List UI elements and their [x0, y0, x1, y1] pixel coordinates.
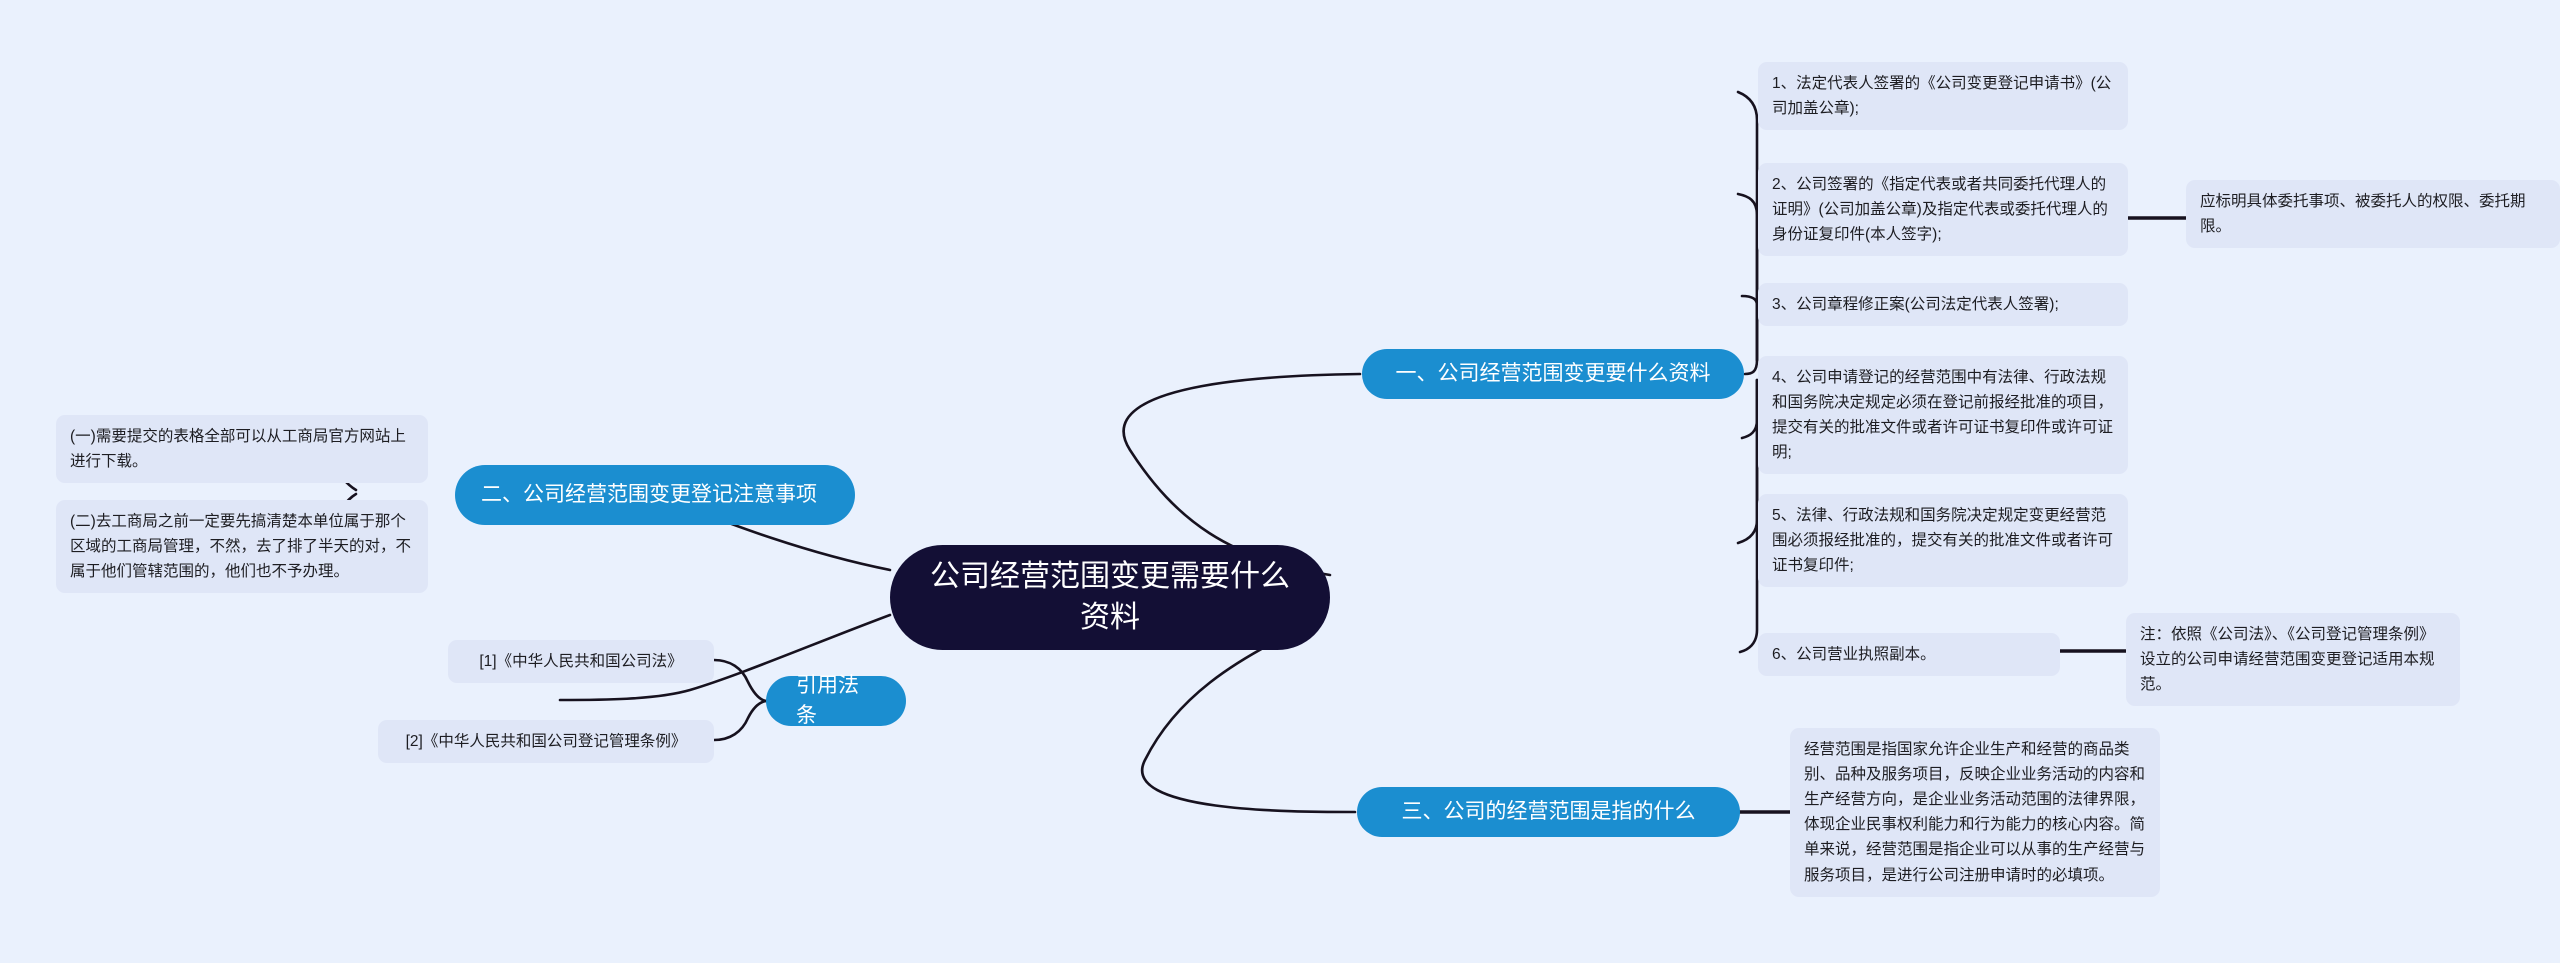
leaf-node-b1-c4[interactable]: 4、公司申请登记的经营范围中有法律、行政法规和国务院决定规定必须在登记前报经批准…	[1758, 356, 2128, 475]
leaf-node-b2-c2[interactable]: (二)去工商局之前一定要先搞清楚本单位属于那个区域的工商局管理，不然，去了排了半…	[56, 500, 428, 594]
leaf-node-b1-c2-label: 2、公司签署的《指定代表或者共同委托代理人的证明》(公司加盖公章)及指定代表或委…	[1772, 176, 2108, 244]
leaf-node-b1-c2-detail-label: 应标明具体委托事项、被委托人的权限、委托期限。	[2200, 193, 2526, 236]
leaf-node-b1-c6-label: 6、公司营业执照副本。	[1772, 646, 1936, 663]
leaf-node-b3-c1[interactable]: [1]《中华人民共和国公司法》	[448, 640, 714, 684]
root-node-label: 公司经营范围变更需要什么资料	[930, 560, 1290, 634]
leaf-node-b1-c6-detail-label: 注：依照《公司法》、《公司登记管理条例》设立的公司申请经营范围变更登记适用本规范…	[2140, 626, 2435, 694]
leaf-node-b1-c6-detail[interactable]: 注：依照《公司法》、《公司登记管理条例》设立的公司申请经营范围变更登记适用本规范…	[2126, 613, 2460, 707]
leaf-node-b1-c1-label: 1、法定代表人签署的《公司变更登记申请书》(公司加盖公章);	[1772, 75, 2112, 118]
leaf-node-b1-c5-label: 5、法律、行政法规和国务院决定规定变更经营范围必须报经批准的，提交有关的批准文件…	[1772, 507, 2114, 575]
leaf-node-b3-c2-label: [2]《中华人民共和国公司登记管理条例》	[405, 733, 687, 750]
leaf-node-b1-c1[interactable]: 1、法定代表人签署的《公司变更登记申请书》(公司加盖公章);	[1758, 62, 2128, 131]
branch-node-1[interactable]: 一、公司经营范围变更要什么资料	[1362, 349, 1744, 399]
leaf-node-b4-c1[interactable]: 经营范围是指国家允许企业生产和经营的商品类别、品种及服务项目，反映企业业务活动的…	[1790, 728, 2160, 897]
leaf-node-b2-c2-label: (二)去工商局之前一定要先搞清楚本单位属于那个区域的工商局管理，不然，去了排了半…	[70, 513, 412, 581]
branch-node-4[interactable]: 三、公司的经营范围是指的什么	[1357, 787, 1740, 837]
leaf-node-b3-c2[interactable]: [2]《中华人民共和国公司登记管理条例》	[378, 720, 714, 764]
leaf-node-b2-c1-label: (一)需要提交的表格全部可以从工商局官方网站上进行下载。	[70, 428, 406, 471]
branch-node-2[interactable]: 二、公司经营范围变更登记注意事项	[455, 465, 855, 525]
branch-node-3[interactable]: 引用法条	[766, 674, 906, 727]
leaf-node-b1-c5[interactable]: 5、法律、行政法规和国务院决定规定变更经营范围必须报经批准的，提交有关的批准文件…	[1758, 494, 2128, 588]
leaf-node-b2-c1[interactable]: (一)需要提交的表格全部可以从工商局官方网站上进行下载。	[56, 415, 428, 484]
leaf-node-b1-c3[interactable]: 3、公司章程修正案(公司法定代表人签署);	[1758, 283, 2128, 327]
root-node[interactable]: 公司经营范围变更需要什么资料	[890, 545, 1330, 650]
branch-node-2-label: 二、公司经营范围变更登记注意事项	[481, 482, 817, 506]
leaf-node-b4-c1-label: 经营范围是指国家允许企业生产和经营的商品类别、品种及服务项目，反映企业业务活动的…	[1804, 741, 2146, 884]
leaf-node-b1-c3-label: 3、公司章程修正案(公司法定代表人签署);	[1772, 296, 2059, 313]
branch-node-4-label: 三、公司的经营范围是指的什么	[1401, 799, 1696, 823]
leaf-node-b1-c4-label: 4、公司申请登记的经营范围中有法律、行政法规和国务院决定规定必须在登记前报经批准…	[1772, 369, 2114, 462]
leaf-node-b1-c2[interactable]: 2、公司签署的《指定代表或者共同委托代理人的证明》(公司加盖公章)及指定代表或委…	[1758, 163, 2128, 257]
leaf-node-b1-c2-detail[interactable]: 应标明具体委托事项、被委托人的权限、委托期限。	[2186, 180, 2560, 249]
branch-node-1-label: 一、公司经营范围变更要什么资料	[1395, 361, 1711, 385]
leaf-node-b1-c6[interactable]: 6、公司营业执照副本。	[1758, 633, 2060, 677]
branch-node-3-label: 引用法条	[796, 673, 859, 727]
leaf-node-b3-c1-label: [1]《中华人民共和国公司法》	[479, 653, 683, 670]
